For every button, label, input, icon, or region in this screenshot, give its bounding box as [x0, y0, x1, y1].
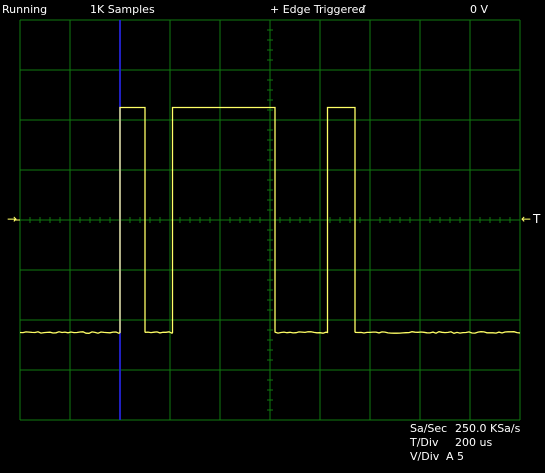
sample-rate-label: Sa/Sec: [410, 422, 448, 435]
trigger-right-arrow-icon: ←: [521, 212, 532, 226]
rising-edge-icon: ⁄: [362, 3, 364, 16]
trigger-left-arrow-icon: →: [7, 212, 18, 226]
trigger-mode-label: + Edge Triggered: [270, 3, 366, 16]
volt-div-value: A 5: [446, 450, 465, 463]
trigger-level-label: 0 V: [470, 3, 489, 16]
signal-trace: [19, 106, 521, 335]
volt-div-label: V/Div: [410, 450, 440, 463]
run-state-label: Running: [2, 3, 48, 16]
sample-count-label: 1K Samples: [90, 3, 155, 16]
time-div-value: 200 us: [455, 436, 493, 449]
sample-rate-value: 250.0 KSa/s: [455, 422, 521, 435]
trigger-marker-label: T: [533, 212, 541, 226]
time-div-label: T/Div: [410, 436, 439, 449]
